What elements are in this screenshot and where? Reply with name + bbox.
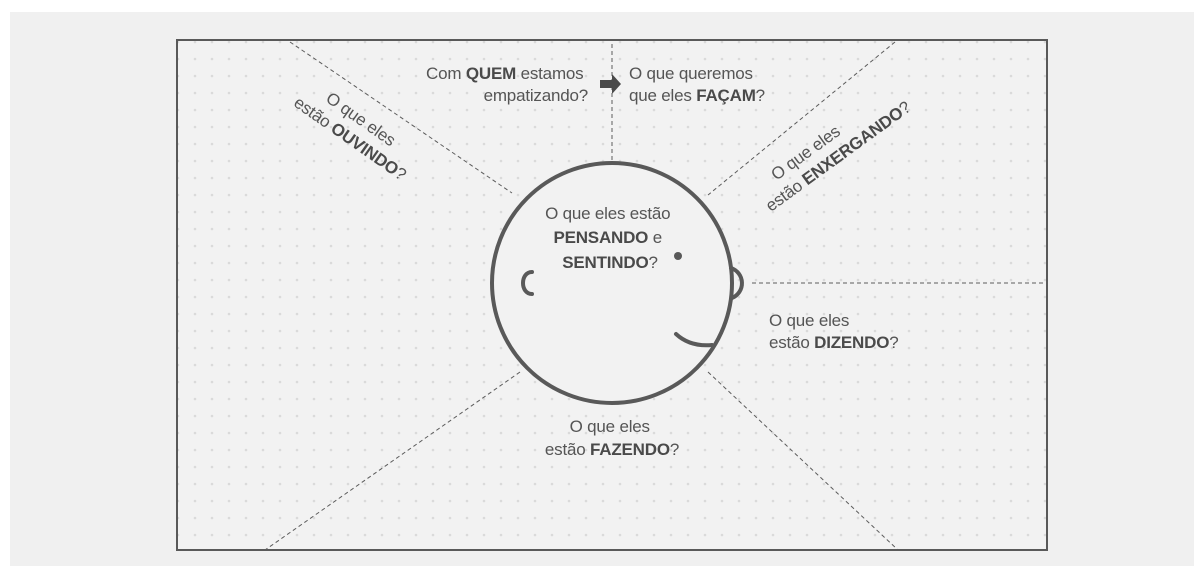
ear	[729, 266, 744, 300]
label-think: O que eles estão PENSANDO e SENTINDO?	[545, 204, 675, 272]
mouth	[674, 332, 714, 348]
label-say: O que eles estão DIZENDO?	[769, 311, 899, 352]
divider-top-left	[289, 41, 513, 194]
divider-bottom-right	[707, 371, 899, 551]
label-who: Com QUEM estamos empatizando?	[426, 64, 588, 105]
divider-bottom-left	[264, 371, 521, 551]
empathy-map-diagram: Com QUEM estamos empatizando? O que quer…	[176, 39, 1048, 551]
right-eye	[674, 252, 682, 260]
label-do: O que queremos que eles FAÇAM?	[629, 64, 765, 105]
head-circle	[490, 161, 734, 405]
divider-top-right	[707, 41, 896, 196]
left-eye	[521, 270, 534, 296]
board-border	[176, 39, 1048, 551]
arrow-icon	[600, 74, 621, 94]
label-doing: O que eles estão FAZENDO?	[545, 417, 679, 459]
face	[490, 161, 744, 405]
empathy-map-stage: Com QUEM estamos empatizando? O que quer…	[10, 12, 1194, 566]
